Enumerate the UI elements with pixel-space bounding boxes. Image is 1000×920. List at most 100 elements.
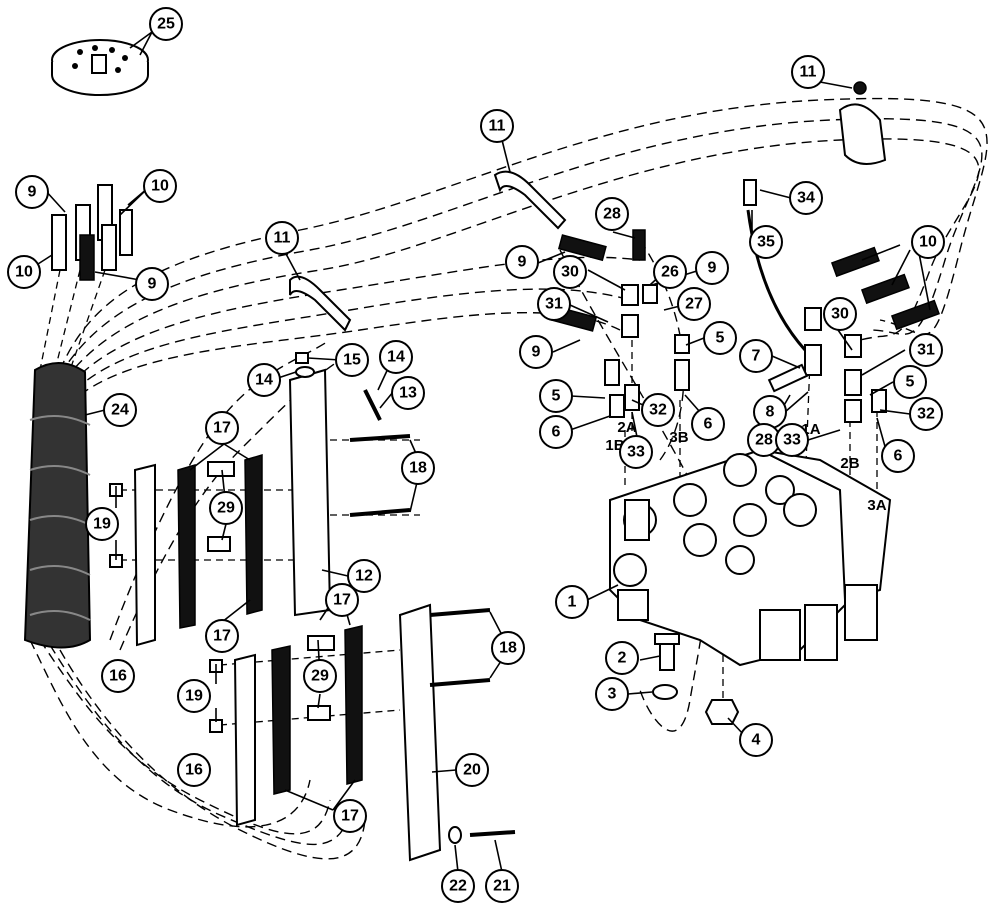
svg-text:17: 17 — [333, 592, 351, 609]
svg-text:32: 32 — [917, 406, 935, 423]
port-label-2a: 2A — [617, 419, 636, 436]
callout-5: 5 — [893, 365, 927, 399]
svg-text:10: 10 — [151, 178, 169, 195]
callout-22: 22 — [441, 869, 475, 903]
svg-text:11: 11 — [274, 230, 291, 247]
svg-text:7: 7 — [752, 348, 761, 365]
svg-text:9: 9 — [532, 344, 541, 361]
svg-text:11: 11 — [800, 64, 817, 81]
callout-30: 30 — [823, 297, 857, 331]
callout-33: 33 — [775, 423, 809, 457]
callout-9: 9 — [135, 267, 169, 301]
svg-text:16: 16 — [185, 762, 203, 779]
callout-11: 11 — [480, 109, 514, 143]
callout-19: 19 — [177, 679, 211, 713]
callout-11: 11 — [265, 221, 299, 255]
callout-17: 17 — [205, 619, 239, 653]
callout-27: 27 — [677, 287, 711, 321]
svg-text:29: 29 — [311, 668, 329, 685]
svg-text:33: 33 — [627, 444, 645, 461]
svg-text:27: 27 — [685, 296, 703, 313]
svg-text:28: 28 — [603, 206, 621, 223]
callout-31: 31 — [537, 287, 571, 321]
callout-6: 6 — [691, 407, 725, 441]
callout-25: 25 — [149, 7, 183, 41]
callout-31: 31 — [909, 333, 943, 367]
callout-11: 11 — [791, 55, 825, 89]
callout-5: 5 — [539, 379, 573, 413]
callout-14: 14 — [379, 340, 413, 374]
svg-text:1: 1 — [568, 594, 577, 611]
svg-text:14: 14 — [255, 372, 273, 389]
svg-text:10: 10 — [15, 264, 33, 281]
svg-text:25: 25 — [157, 16, 175, 33]
callout-2: 2 — [605, 641, 639, 675]
callout-3: 3 — [595, 677, 629, 711]
svg-text:19: 19 — [93, 516, 111, 533]
callout-29: 29 — [303, 659, 337, 693]
svg-text:34: 34 — [797, 190, 815, 207]
svg-text:22: 22 — [449, 878, 467, 895]
svg-text:16: 16 — [109, 668, 127, 685]
bolt-washer-nut — [652, 633, 740, 725]
callout-19: 19 — [85, 507, 119, 541]
callout-28: 28 — [595, 197, 629, 231]
svg-text:9: 9 — [708, 260, 717, 277]
callout-18: 18 — [401, 451, 435, 485]
svg-text:11: 11 — [489, 118, 506, 135]
callout-33: 33 — [619, 435, 653, 469]
svg-text:26: 26 — [661, 264, 679, 281]
spacers-and-bolts — [109, 352, 516, 844]
grommet-part-25 — [51, 39, 149, 96]
callout-15: 15 — [335, 343, 369, 377]
callout-13: 13 — [391, 376, 425, 410]
svg-text:13: 13 — [399, 385, 417, 402]
callout-17: 17 — [205, 411, 239, 445]
port-labels: 2A 1B 3B 1A 2B 3A — [605, 419, 886, 514]
callout-8: 8 — [753, 395, 787, 429]
callout-16: 16 — [177, 753, 211, 787]
svg-text:18: 18 — [499, 640, 517, 657]
mounting-plates — [133, 368, 442, 862]
svg-text:20: 20 — [463, 762, 481, 779]
svg-text:9: 9 — [28, 184, 37, 201]
svg-text:19: 19 — [185, 688, 203, 705]
callout-17: 17 — [325, 583, 359, 617]
svg-text:31: 31 — [545, 296, 563, 313]
control-valve-part-1 — [609, 448, 892, 667]
svg-text:9: 9 — [148, 276, 157, 293]
svg-text:17: 17 — [341, 808, 359, 825]
svg-text:3: 3 — [608, 686, 617, 703]
callout-6: 6 — [881, 439, 915, 473]
svg-text:9: 9 — [518, 254, 527, 271]
svg-text:18: 18 — [409, 460, 427, 477]
callout-32: 32 — [909, 397, 943, 431]
svg-text:2: 2 — [618, 650, 627, 667]
callout-9: 9 — [505, 245, 539, 279]
callout-29: 29 — [209, 491, 243, 525]
callout-16: 16 — [101, 659, 135, 693]
svg-text:15: 15 — [343, 352, 361, 369]
svg-text:24: 24 — [111, 402, 129, 419]
port-label-3a: 3A — [867, 497, 886, 514]
clamps-part-11 — [289, 81, 887, 332]
callout-20: 20 — [455, 753, 489, 787]
callout-18: 18 — [491, 631, 525, 665]
svg-text:12: 12 — [355, 568, 373, 585]
svg-text:30: 30 — [831, 306, 849, 323]
callout-1: 1 — [555, 585, 589, 619]
svg-text:17: 17 — [213, 628, 231, 645]
svg-text:33: 33 — [783, 432, 801, 449]
hose-routings — [29, 97, 988, 860]
callout-30: 30 — [553, 255, 587, 289]
callout-32: 32 — [641, 393, 675, 427]
clamp-blocks-part-17 — [177, 453, 363, 795]
svg-text:5: 5 — [906, 374, 915, 391]
hose-sleeve-part-24 — [23, 362, 92, 649]
svg-text:17: 17 — [213, 420, 231, 437]
svg-text:5: 5 — [716, 330, 725, 347]
svg-text:6: 6 — [894, 448, 903, 465]
callout-9: 9 — [695, 251, 729, 285]
callout-17: 17 — [333, 799, 367, 833]
callout-34: 34 — [789, 181, 823, 215]
